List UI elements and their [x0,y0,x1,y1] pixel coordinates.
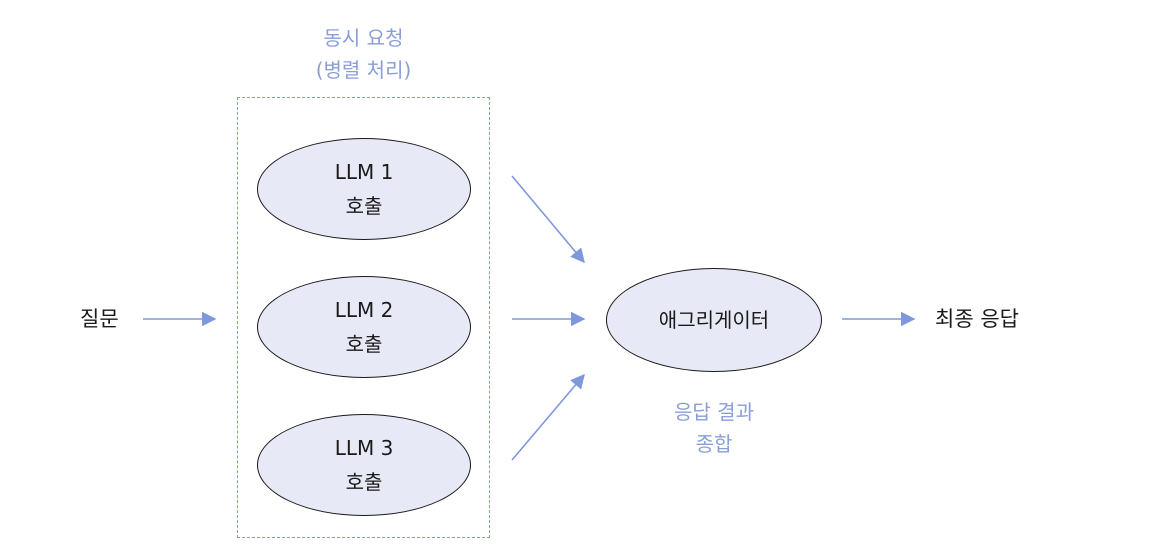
group-title: 동시 요청 (병렬 처리) [237,22,490,86]
llm-node-1-action: 호출 [345,194,383,218]
aggregator-node: 애그리게이터 [606,268,822,372]
llm-node-1-name: LLM 1 [334,160,394,184]
llm-node-3: LLM 3 호출 [257,414,471,516]
output-label: 최종 응답 [935,307,1019,331]
arrow-llm1-to-aggregator [511,175,585,264]
aggregator-label: 애그리게이터 [658,308,770,332]
llm-node-2: LLM 2 호출 [257,276,471,378]
aggregator-caption: 응답 결과 종합 [614,396,814,460]
llm-node-3-name: LLM 3 [334,436,394,460]
input-label: 질문 [80,307,119,331]
group-title-line2: (병렬 처리) [315,58,412,82]
aggregator-caption-line1: 응답 결과 [674,400,754,424]
aggregator-caption-line2: 종합 [695,432,733,456]
llm-node-3-action: 호출 [345,470,383,494]
arrow-llm3-to-aggregator [511,373,585,461]
llm-node-2-action: 호출 [345,332,383,356]
llm-node-1: LLM 1 호출 [257,138,471,240]
group-title-line1: 동시 요청 [323,26,404,50]
parallel-group-box [237,97,490,538]
llm-node-2-name: LLM 2 [334,298,394,322]
